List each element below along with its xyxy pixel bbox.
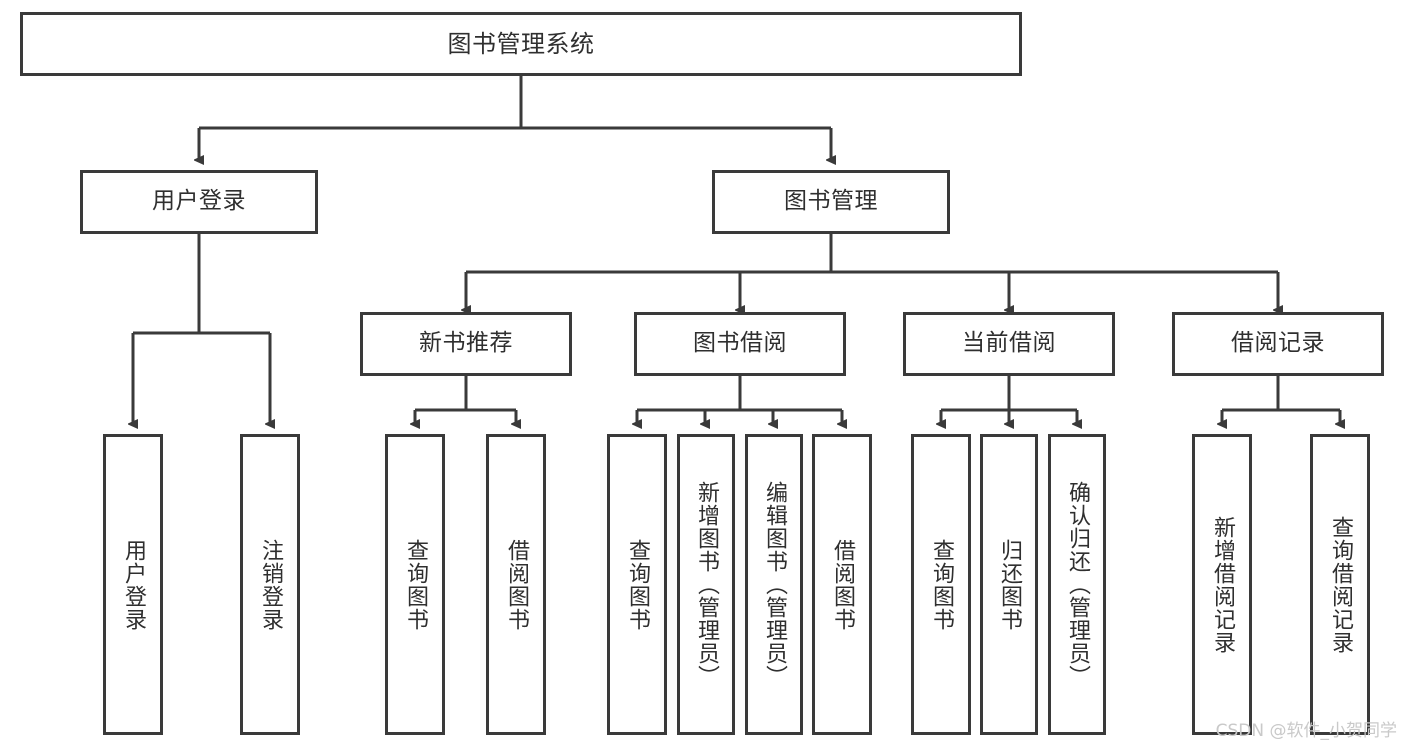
node-leaf-query-book-borrow[interactable]: 查询图书	[607, 434, 667, 735]
node-label: 新书推荐	[419, 330, 513, 357]
node-leaf-query-borrow-record[interactable]: 查询借阅记录	[1310, 434, 1370, 735]
node-book-management[interactable]: 图书管理	[712, 170, 950, 234]
node-label: 图书管理	[784, 188, 878, 215]
node-user-login[interactable]: 用户登录	[80, 170, 318, 234]
node-leaf-logout[interactable]: 注销登录	[240, 434, 300, 735]
watermark: CSDN @软件_小贺同学	[1215, 721, 1397, 741]
node-leaf-add-borrow-record[interactable]: 新增借阅记录	[1192, 434, 1252, 735]
node-leaf-query-book-recommend[interactable]: 查询图书	[385, 434, 445, 735]
node-leaf-edit-book-admin[interactable]: 编辑图书（管理员）	[745, 434, 803, 735]
node-root-book-management-system[interactable]: 图书管理系统	[20, 12, 1022, 76]
node-label: 图书借阅	[693, 330, 787, 357]
node-leaf-query-book-current[interactable]: 查询图书	[911, 434, 971, 735]
node-label: 新增图书（管理员）	[693, 481, 719, 688]
node-leaf-add-book-admin[interactable]: 新增图书（管理员）	[677, 434, 735, 735]
node-new-book-recommend[interactable]: 新书推荐	[360, 312, 572, 376]
node-label: 借阅记录	[1231, 330, 1325, 357]
node-label: 图书管理系统	[447, 29, 595, 58]
node-label: 新增借阅记录	[1209, 515, 1235, 654]
node-label: 当前借阅	[962, 330, 1056, 357]
node-leaf-borrow-book[interactable]: 借阅图书	[812, 434, 872, 735]
node-borrow-record[interactable]: 借阅记录	[1172, 312, 1384, 376]
node-leaf-return-book[interactable]: 归还图书	[980, 434, 1038, 735]
node-label: 查询图书	[624, 538, 650, 631]
node-label: 查询借阅记录	[1327, 515, 1353, 654]
node-leaf-user-login[interactable]: 用户登录	[103, 434, 163, 735]
node-label: 注销登录	[257, 538, 283, 631]
node-label: 借阅图书	[829, 538, 855, 631]
node-label: 查询图书	[402, 538, 428, 631]
node-label: 用户登录	[120, 538, 146, 631]
node-leaf-borrow-book-recommend[interactable]: 借阅图书	[486, 434, 546, 735]
node-current-borrow[interactable]: 当前借阅	[903, 312, 1115, 376]
node-label: 归还图书	[996, 538, 1022, 631]
node-leaf-confirm-return-admin[interactable]: 确认归还（管理员）	[1048, 434, 1106, 735]
node-label: 查询图书	[928, 538, 954, 631]
node-label: 编辑图书（管理员）	[761, 481, 787, 688]
node-label: 确认归还（管理员）	[1064, 481, 1090, 688]
node-label: 借阅图书	[503, 538, 529, 631]
node-label: 用户登录	[152, 188, 246, 215]
node-book-borrow[interactable]: 图书借阅	[634, 312, 846, 376]
